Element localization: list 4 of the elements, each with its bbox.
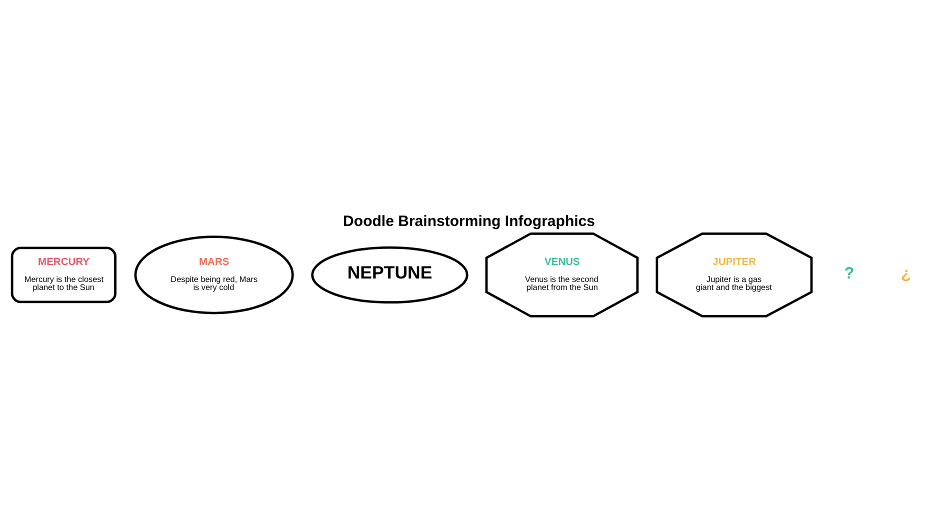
- label: ?: [844, 264, 854, 282]
- node-ellipse: NEPTUNE: [311, 246, 468, 304]
- diagram-title: Doodle Brainstorming Infographics: [343, 212, 596, 230]
- label: ¿: [901, 264, 912, 282]
